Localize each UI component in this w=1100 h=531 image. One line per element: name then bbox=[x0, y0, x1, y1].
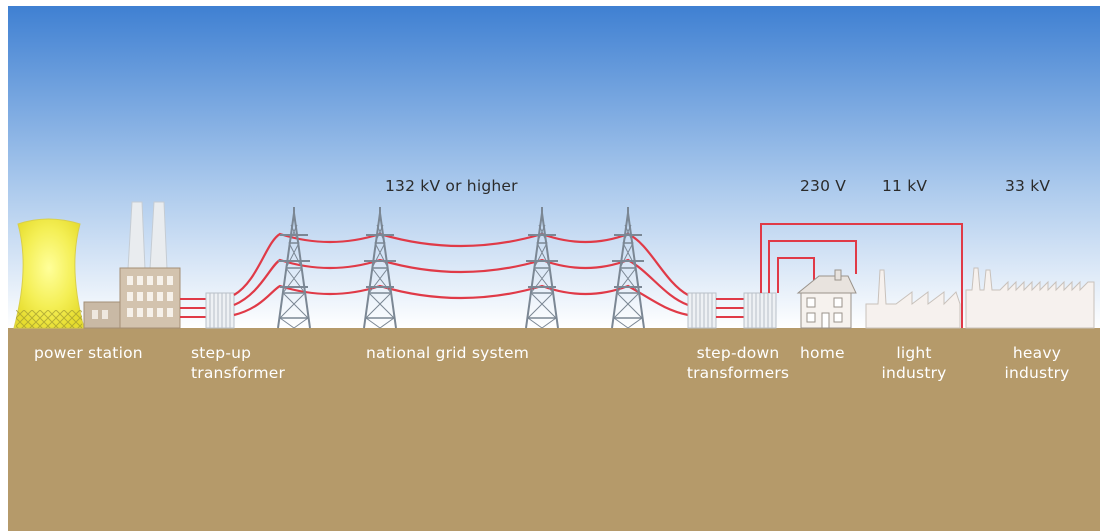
step-down-label-line1: step-down bbox=[696, 344, 780, 362]
step-up-label-line1: step-up bbox=[191, 344, 252, 362]
light-industry-icon bbox=[865, 269, 961, 329]
station-cables bbox=[180, 298, 206, 318]
heavy-industry-label: heavy industry bbox=[998, 343, 1076, 383]
transformer-icon bbox=[743, 292, 777, 329]
home-voltage-label: 230 V bbox=[800, 177, 847, 195]
factory-icon bbox=[83, 201, 181, 329]
transformer-icon bbox=[687, 292, 717, 329]
light-industry-voltage-label: 11 kV bbox=[882, 177, 928, 195]
transformer-link-cables bbox=[716, 298, 744, 318]
light-industry-label-line1: light bbox=[896, 344, 932, 362]
heavy-industry-icon bbox=[965, 267, 1095, 329]
sky bbox=[8, 6, 1100, 329]
step-down-transformers-label: step-down transformers bbox=[675, 343, 801, 383]
step-up-transformer-label: step-up transformer bbox=[191, 343, 285, 383]
house-icon bbox=[796, 269, 857, 329]
power-station-label: power station bbox=[34, 344, 143, 362]
light-industry-label-line2: industry bbox=[881, 364, 947, 382]
heavy-industry-label-line1: heavy bbox=[1012, 344, 1062, 362]
heavy-industry-label-line2: industry bbox=[1004, 364, 1070, 382]
home-label: home bbox=[800, 344, 845, 362]
cooling-tower-icon bbox=[13, 218, 85, 329]
distribution-cables bbox=[760, 223, 963, 328]
grid-scene bbox=[8, 6, 1100, 531]
step-up-label-line2: transformer bbox=[191, 364, 286, 382]
grid-voltage-label: 132 kV or higher bbox=[385, 177, 518, 195]
light-industry-label: light industry bbox=[878, 343, 950, 383]
heavy-industry-voltage-label: 33 kV bbox=[1005, 177, 1051, 195]
grid-diagram: 132 kV or higher 230 V 11 kV 33 kV power… bbox=[8, 6, 1100, 531]
national-grid-label: national grid system bbox=[366, 344, 530, 362]
transformer-icon bbox=[205, 292, 235, 329]
step-down-label-line2: transformers bbox=[686, 364, 790, 382]
ground bbox=[8, 328, 1100, 531]
